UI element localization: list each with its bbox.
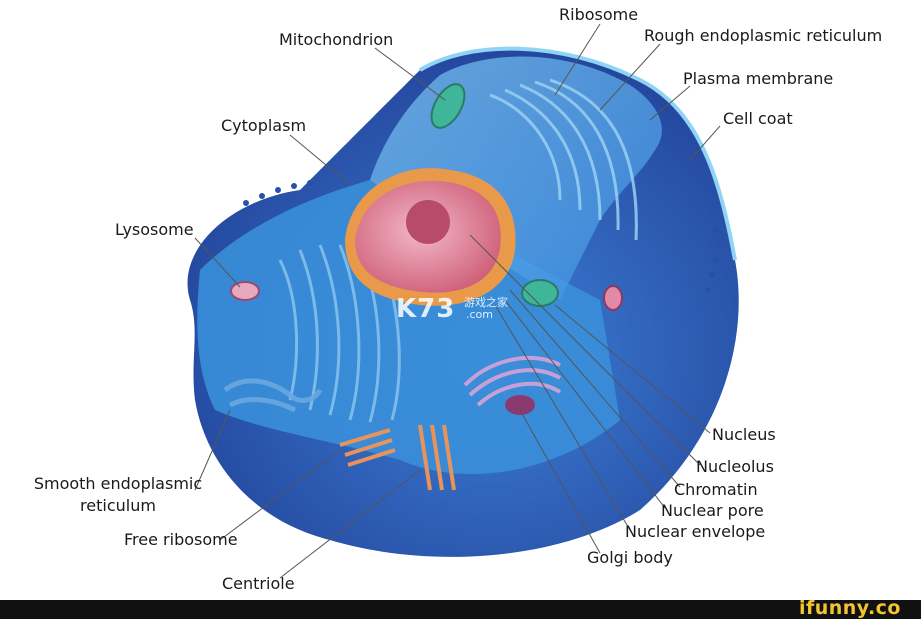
label-chromatin: Chromatin [674,480,758,499]
label-plasma-membrane: Plasma membrane [683,69,834,88]
lysosome-2 [603,285,623,311]
plasma-membrane [418,46,737,261]
label-cytoplasm: Cytoplasm [221,116,307,135]
centriole [339,424,456,491]
label-free-ribosome: Free ribosome [124,530,238,549]
label-mitochondrion: Mitochondrion [279,30,394,49]
label-smooth-er-line1: Smooth endoplasmic [33,474,203,493]
label-centriole: Centriole [222,574,295,593]
smooth-er [223,378,323,413]
label-golgi-body: Golgi body [587,548,673,567]
label-smooth-er-line2: reticulum [80,496,156,515]
footer-bar: ifunny.co [0,597,921,619]
label-cell-coat: Cell coat [723,109,793,128]
label-nuclear-envelope: Nuclear envelope [625,522,766,541]
label-nuclear-pore: Nuclear pore [661,501,764,520]
ifunny-logo: ifunny.co [798,597,901,619]
watermark-logo: K73 [396,294,456,324]
cell-illustration [187,23,739,579]
leader-lines [194,23,721,579]
watermark-domain: .com [466,308,493,321]
nucleus [345,168,516,306]
rough-er [489,78,638,241]
watermark-subtitle: 游戏之家 [464,296,508,309]
mitochondrion-2 [521,279,559,307]
cell-coat [243,180,721,293]
label-lysosome: Lysosome [115,220,194,239]
mitochondrion [430,83,466,129]
label-ribosome: Ribosome [559,5,639,24]
label-rough-er: Rough endoplasmic reticulum [644,26,883,45]
golgi-body [463,356,562,415]
lysosome [230,281,260,301]
left-er [278,244,401,423]
label-nucleus: Nucleus [712,425,776,444]
nucleolus [406,200,450,244]
label-nucleolus: Nucleolus [696,457,774,476]
